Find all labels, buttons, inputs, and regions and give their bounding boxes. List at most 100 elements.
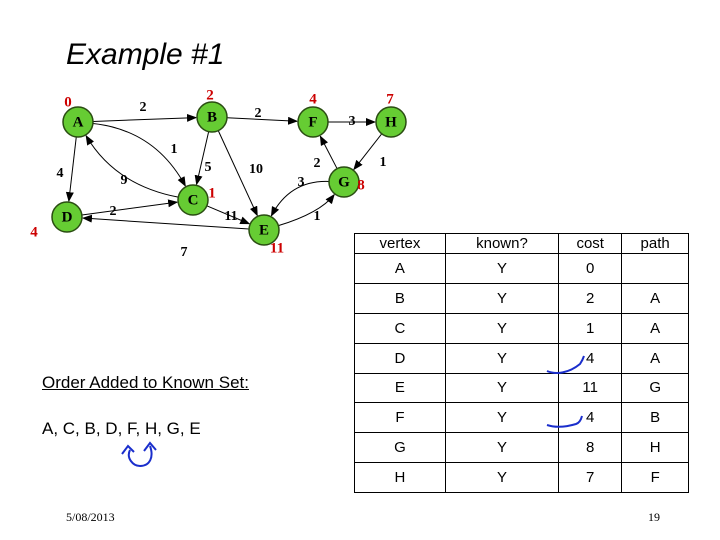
edge-weight-label: 2 xyxy=(140,100,147,115)
table-header-cell: vertex xyxy=(354,233,446,254)
table-cell: A xyxy=(621,282,689,314)
table-cell: B xyxy=(354,282,446,314)
node-label: F xyxy=(308,114,317,130)
edge-weight-label: 1 xyxy=(380,155,387,170)
slide-title: Example #1 xyxy=(66,38,225,71)
edge-weight-label: 5 xyxy=(205,160,212,175)
node-circle xyxy=(62,106,94,138)
edge-a-c xyxy=(92,123,186,187)
table-cell: A xyxy=(354,253,446,284)
edge-c-a xyxy=(85,134,179,198)
edge-weight-label: 2 xyxy=(255,106,262,121)
table-cell: Y xyxy=(444,312,560,344)
node-cost-label: 8 xyxy=(357,177,365,193)
edge-g-e xyxy=(270,180,330,217)
edge-h-g xyxy=(353,133,383,171)
footer-date: 5/08/2013 xyxy=(66,510,115,524)
table-cell: H xyxy=(354,462,446,493)
node-d: D xyxy=(51,201,83,233)
node-cost-label: 4 xyxy=(309,91,317,107)
table-cell: H xyxy=(621,432,689,464)
table-cell: Y xyxy=(444,402,560,434)
annotation-mark-d-cost xyxy=(546,355,585,374)
node-b: B xyxy=(196,101,228,133)
node-f: F xyxy=(297,106,329,138)
footer-page-number: 19 xyxy=(648,510,660,524)
table-cell: Y xyxy=(444,372,560,404)
edge-weight-label: 3 xyxy=(349,114,356,129)
table-cell: 4 xyxy=(558,402,623,434)
edge-weight-label: 3 xyxy=(298,175,305,190)
edge-c-e xyxy=(206,205,251,225)
node-circle xyxy=(375,106,407,138)
table-cell: B xyxy=(621,402,689,434)
edge-d-c xyxy=(81,199,179,216)
table-cell: Y xyxy=(444,282,560,314)
node-circle xyxy=(51,201,83,233)
table-cell: 7 xyxy=(558,462,623,493)
table-cell: A xyxy=(621,312,689,344)
node-circle xyxy=(297,106,329,138)
table-cell: G xyxy=(354,432,446,464)
edge-weight-label: 1 xyxy=(314,209,321,224)
edge-g-f xyxy=(319,135,338,169)
node-cost-label: 1 xyxy=(208,185,216,201)
node-h: H xyxy=(375,106,407,138)
table-cell: G xyxy=(621,372,689,404)
annotation-mark-f-cost xyxy=(546,415,583,428)
edge-weight-label: 1 xyxy=(171,142,178,157)
node-cost-label: 11 xyxy=(270,240,284,256)
table-cell: F xyxy=(354,402,446,434)
node-c: C xyxy=(177,184,209,216)
table-cell: 4 xyxy=(558,342,623,374)
table-cell: 0 xyxy=(558,253,623,284)
node-e: E xyxy=(248,214,280,246)
node-label: D xyxy=(62,209,73,225)
node-label: A xyxy=(73,114,84,130)
edge-weight-label: 4 xyxy=(57,166,64,181)
table-cell: 2 xyxy=(558,282,623,314)
node-cost-label: 0 xyxy=(64,94,72,110)
node-a: A xyxy=(62,106,94,138)
swap-arrows-mark xyxy=(121,441,157,468)
edge-e-d xyxy=(81,214,250,230)
order-title: Order Added to Known Set: xyxy=(42,373,249,392)
node-cost-label: 4 xyxy=(30,224,38,240)
node-label: B xyxy=(207,109,217,125)
node-circle xyxy=(328,166,360,198)
edge-weight-label: 11 xyxy=(224,209,237,224)
node-cost-label: 7 xyxy=(386,91,394,107)
node-g: G xyxy=(328,166,360,198)
table-cell: 1 xyxy=(558,312,623,344)
order-list: A, C, B, D, F, H, G, E xyxy=(42,419,201,438)
table-header-cell: known? xyxy=(444,233,560,254)
table-cell: A xyxy=(621,342,689,374)
edge-weight-label: 2 xyxy=(314,156,321,171)
edge-a-b xyxy=(92,113,198,122)
edge-a-d xyxy=(65,136,77,203)
table-cell xyxy=(621,253,689,284)
table-cell: 8 xyxy=(558,432,623,464)
table-header-cell: path xyxy=(621,233,689,254)
edge-b-f xyxy=(226,116,299,125)
table-header-cell: cost xyxy=(558,233,623,254)
node-circle xyxy=(196,101,228,133)
edge-b-c xyxy=(194,131,210,186)
node-label: C xyxy=(188,192,199,208)
node-cost-label: 2 xyxy=(206,87,214,103)
edge-b-e xyxy=(217,130,258,217)
table-cell: 11 xyxy=(558,372,623,404)
node-circle xyxy=(177,184,209,216)
edge-weight-label: 9 xyxy=(121,173,128,188)
table-cell: Y xyxy=(444,253,560,284)
table-cell: Y xyxy=(444,462,560,493)
